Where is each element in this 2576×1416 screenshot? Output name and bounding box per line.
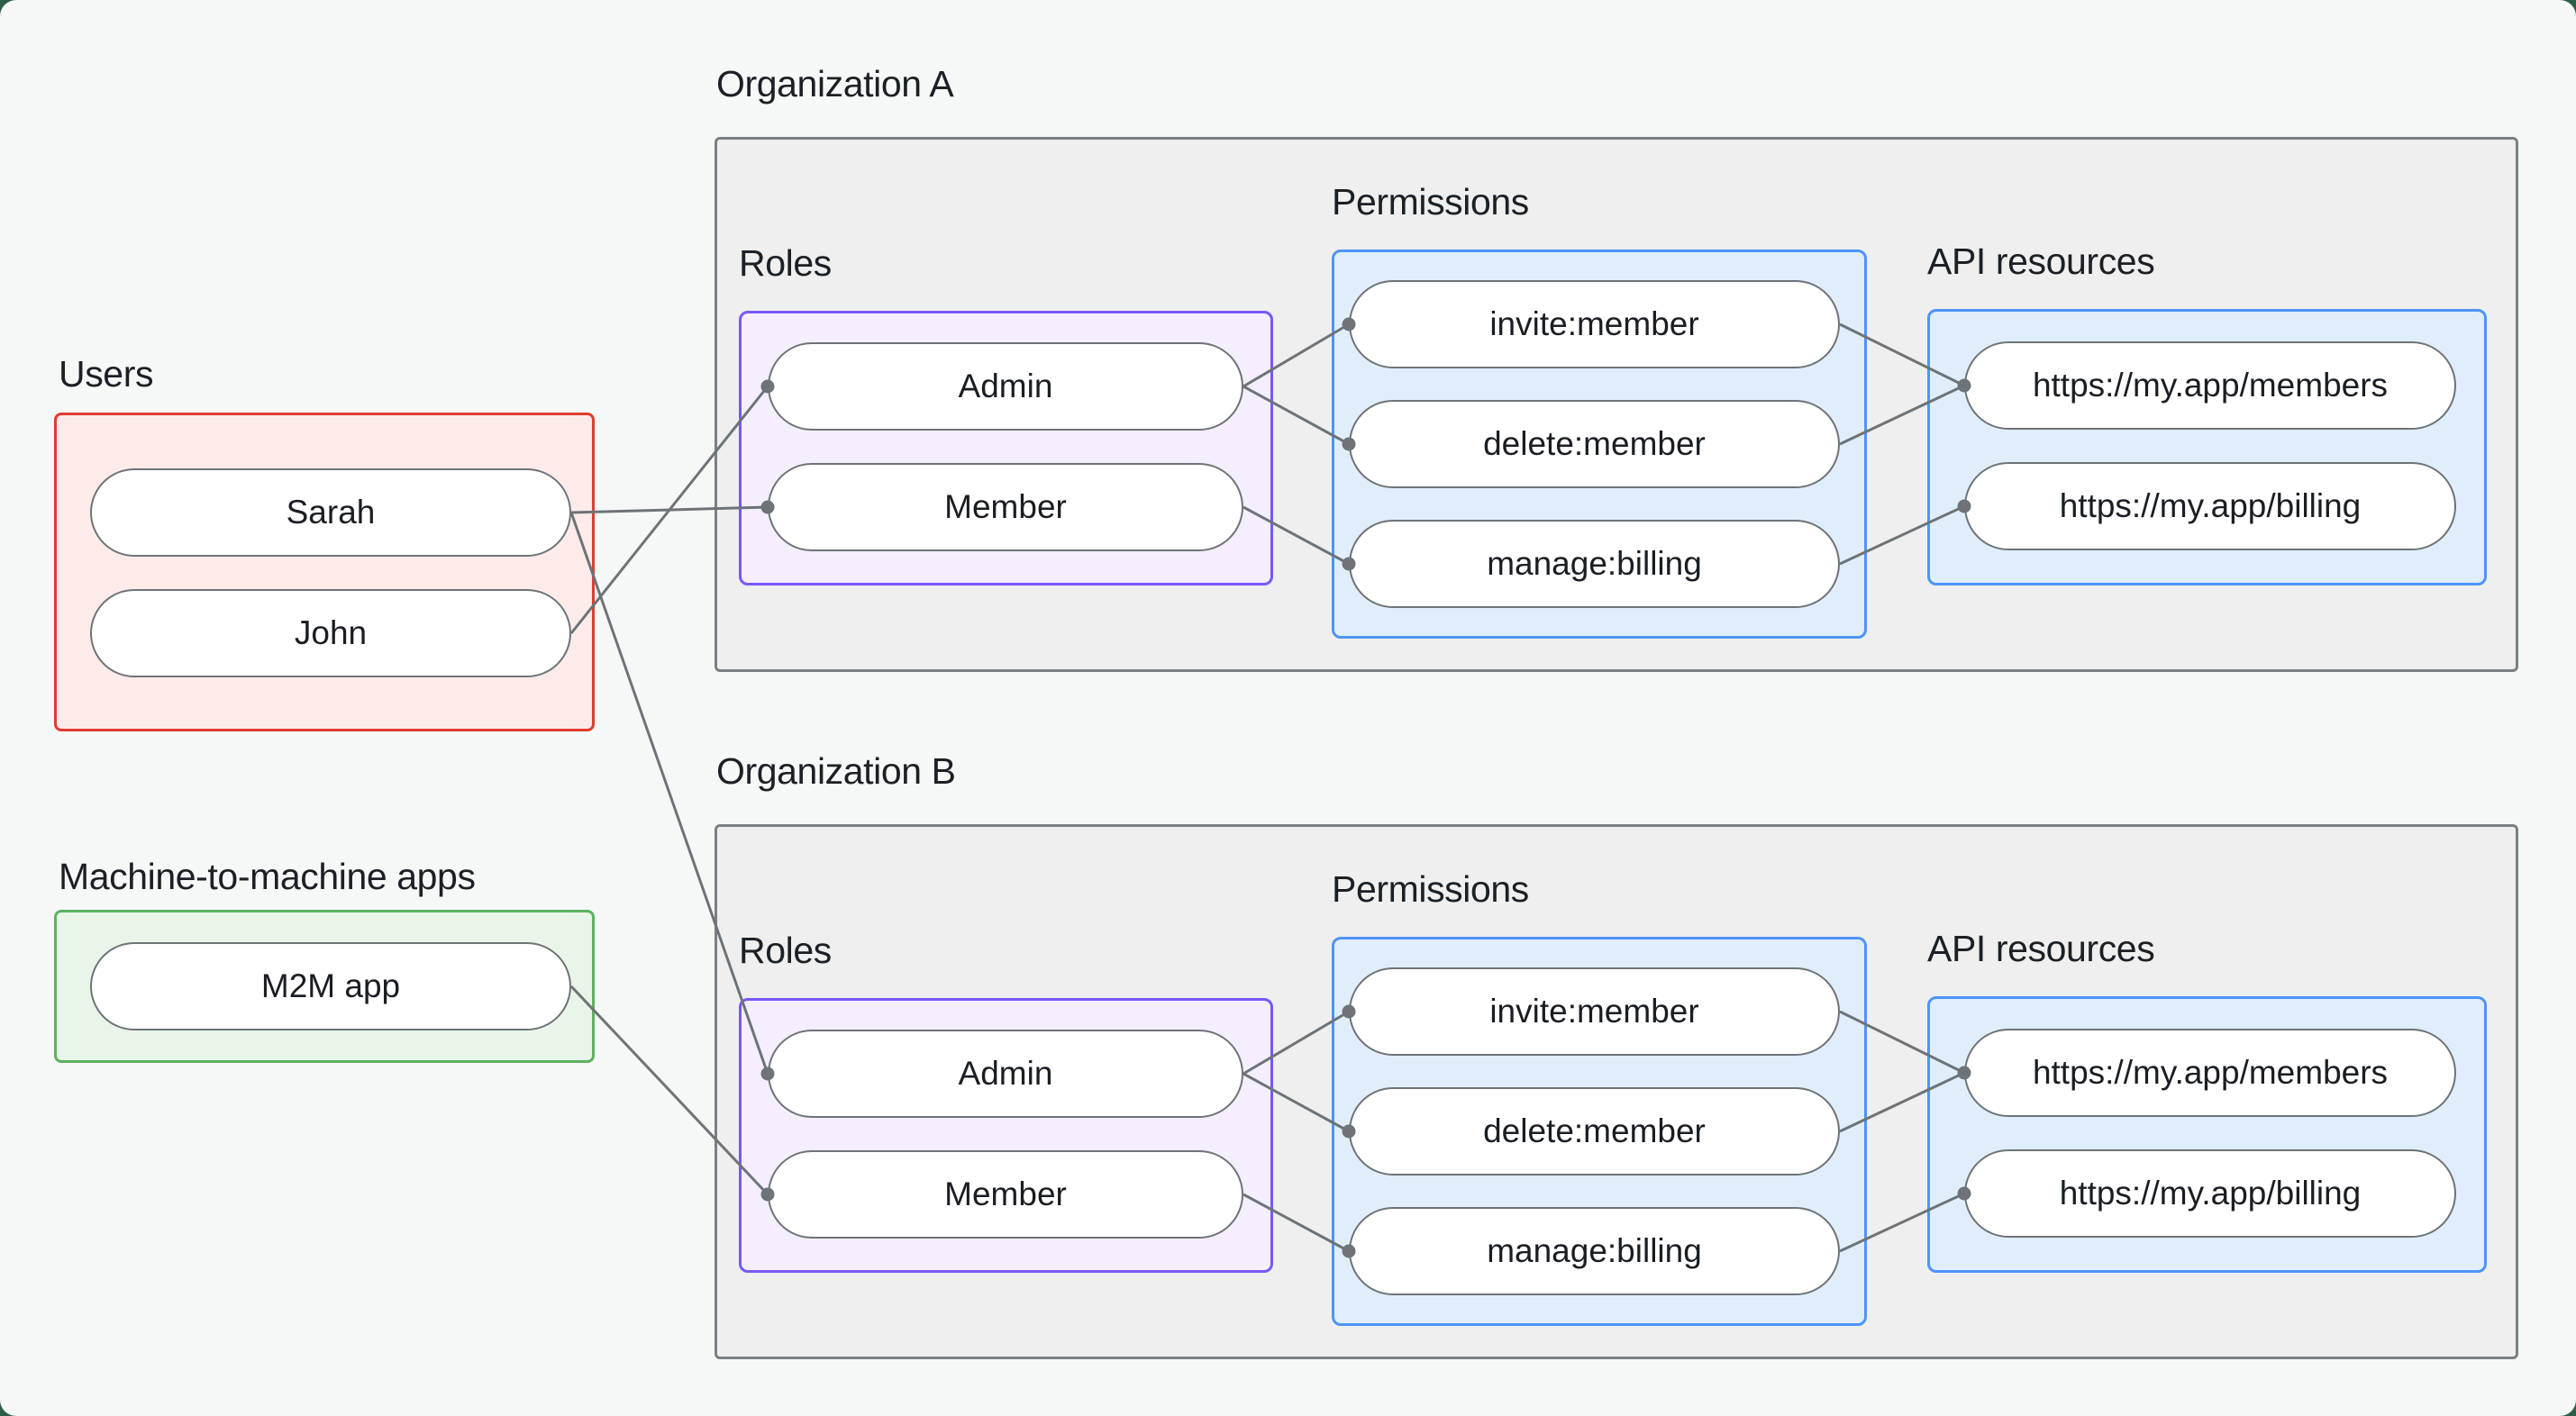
pill-org-b-delete-member: delete:member — [1349, 1087, 1840, 1175]
org-b-label: Organization B — [716, 750, 956, 792]
pill-org-a-manage-billing: manage:billing — [1349, 520, 1840, 608]
m2m-label: Machine-to-machine apps — [59, 856, 476, 897]
pill-org-a-admin: Admin — [768, 342, 1243, 431]
org-b-api-label: API resources — [1927, 928, 2155, 969]
pill-org-a-invite-member: invite:member — [1349, 280, 1840, 368]
users-label: Users — [59, 353, 154, 395]
org-b-permissions-label: Permissions — [1332, 868, 1529, 910]
org-a-api-label: API resources — [1927, 241, 2155, 282]
org-a-roles-label: Roles — [739, 242, 832, 284]
pill-john: John — [90, 589, 571, 677]
pill-org-b-members-api: https://my.app/members — [1964, 1029, 2456, 1117]
org-a-permissions-label: Permissions — [1332, 181, 1529, 222]
pill-org-a-billing-api: https://my.app/billing — [1964, 462, 2456, 550]
users-box — [54, 413, 595, 731]
org-a-label: Organization A — [716, 63, 954, 104]
pill-org-a-members-api: https://my.app/members — [1964, 341, 2456, 430]
pill-sarah: Sarah — [90, 468, 571, 557]
pill-org-b-invite-member: invite:member — [1349, 967, 1840, 1056]
pill-org-b-admin: Admin — [768, 1030, 1243, 1118]
org-b-roles-label: Roles — [739, 930, 832, 971]
pill-org-b-member: Member — [768, 1150, 1243, 1239]
pill-org-a-delete-member: delete:member — [1349, 400, 1840, 488]
pill-m2m-app: M2M app — [90, 942, 571, 1030]
pill-org-b-billing-api: https://my.app/billing — [1964, 1149, 2456, 1238]
pill-org-a-member: Member — [768, 463, 1243, 551]
pill-org-b-manage-billing: manage:billing — [1349, 1207, 1840, 1295]
